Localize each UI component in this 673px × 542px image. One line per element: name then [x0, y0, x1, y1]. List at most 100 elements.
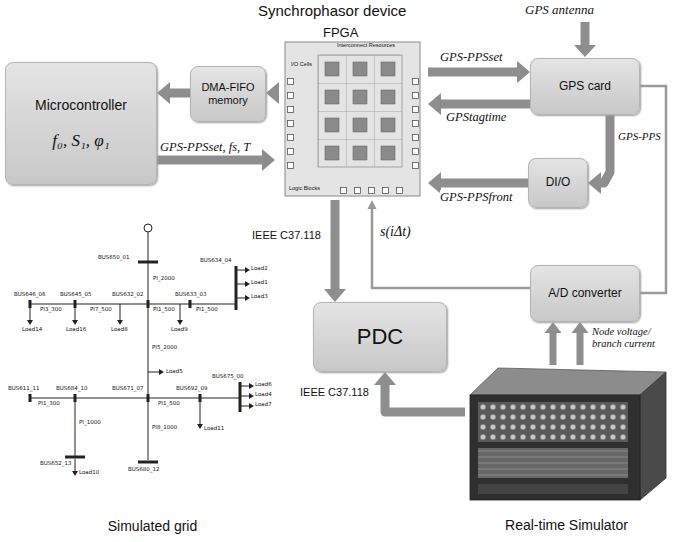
node-title: GPS card: [559, 80, 611, 94]
grid-label: Load16: [66, 327, 86, 333]
grid-schematic: [30, 224, 250, 472]
signal-arrow: [157, 82, 190, 104]
grid-label: PI_2000: [153, 276, 175, 282]
arrow-head: [157, 82, 170, 104]
signal-label: GPS-PPSset, fs, T: [160, 140, 250, 154]
arrow-head: [572, 322, 589, 333]
node-title: FPGA: [323, 26, 358, 39]
real-time-simulator: Real-time Simulator: [465, 365, 668, 537]
arrow-head: [517, 61, 530, 83]
arrow-head: [545, 322, 562, 333]
grid-label: BUS645_05: [60, 292, 92, 298]
fpga-chip: [285, 42, 420, 196]
signal-arrow: [368, 200, 531, 288]
microcontroller-box: Microcontroller f₀, S₁, φ₁: [5, 62, 157, 185]
grid-label: BUS646_06: [14, 292, 46, 298]
simulator-rack: [470, 368, 666, 500]
signal-arrow: [588, 115, 610, 194]
connector-line: [157, 156, 263, 165]
connector-line: [640, 86, 666, 293]
grid-label: BUS650_01: [98, 255, 130, 261]
grid-label: Load7: [255, 402, 272, 408]
arrow-head: [266, 82, 279, 104]
node-title: PDC: [357, 324, 403, 349]
load-arrowheads: [27, 267, 254, 476]
arrow-head: [588, 172, 601, 194]
arrow-head: [262, 149, 275, 171]
grid-label: PI8_1000: [152, 425, 177, 431]
grid-label: PI3_300: [40, 307, 62, 313]
simulated-grid: Simulated grid: [5, 212, 300, 538]
grid-label: PI1_300: [38, 401, 60, 407]
arrow-head: [428, 93, 441, 115]
grid-label: Load9: [171, 327, 188, 333]
node-text: Logic Blocks: [289, 186, 320, 192]
grid-label: Load2: [251, 266, 268, 272]
arrow-head: [324, 289, 346, 302]
arrow-head: [374, 372, 396, 385]
grid-label: BUS611_11: [8, 386, 40, 392]
memory-box: DMA-FIFO memory: [190, 66, 266, 122]
connector-line: [440, 179, 528, 188]
signal-arrow: [640, 86, 666, 293]
signal-arrow: [266, 82, 279, 104]
signal-label: s(iΔt): [380, 224, 411, 240]
device-heading: Synchrophasor device: [258, 3, 406, 18]
grid-label: BUS684_10: [56, 386, 88, 392]
grid-label: Load5: [166, 369, 183, 375]
connector-line: [372, 208, 530, 288]
grid-label: Load1: [251, 280, 268, 286]
grid-label: BUS634_04: [200, 258, 232, 264]
signal-label: Node voltage/ branch current: [592, 326, 670, 350]
grid-label: PI7_500: [90, 307, 112, 313]
connector-line: [428, 68, 518, 77]
signal-arrow: [545, 322, 589, 365]
connector-line: [550, 332, 557, 365]
grid-label: PI5_2000: [152, 345, 177, 351]
connector-line: [600, 115, 610, 183]
signal-arrow: [374, 372, 465, 412]
grid-label: BUS671_07: [112, 386, 144, 392]
node-title: DMA-FIFO memory: [191, 81, 265, 106]
connector-line: [577, 332, 584, 365]
grid-label: Load14: [22, 327, 42, 333]
dio-box: DI/O: [528, 158, 588, 208]
node-text: I/O Cells: [291, 62, 312, 68]
grid-label: Load8: [111, 327, 128, 333]
grid-label: BUS632_02: [112, 292, 144, 298]
node-text: Interconnect Resources: [337, 43, 395, 49]
grid-label: PI_1000: [79, 420, 101, 426]
node-title: Microcontroller: [35, 97, 127, 113]
grid-label: Load6: [255, 382, 272, 388]
signal-label: GPStagtime: [446, 110, 506, 124]
grid-label: PI1_500: [196, 307, 218, 313]
adc-box: A/D converter: [530, 265, 640, 322]
arrow-head: [368, 200, 377, 209]
node-title: Simulated grid: [5, 518, 300, 534]
pdc-box: PDC: [313, 302, 447, 372]
node-title: DI/O: [546, 176, 571, 190]
connector-line: [169, 89, 190, 98]
grid-label: BUS633_03: [175, 292, 207, 298]
signal-arrow: [324, 200, 346, 302]
gps-card-box: GPS card: [530, 58, 640, 115]
signal-label: IEEE C37.118: [300, 386, 369, 399]
grid-label: BUS652_13: [40, 461, 72, 467]
node-title: Real-time Simulator: [465, 517, 668, 533]
node-text: f₀, S₁, φ₁: [52, 131, 109, 151]
signal-label: IEEE C37.118: [252, 229, 321, 242]
node-title: A/D converter: [548, 287, 621, 301]
grid-label: Load11: [204, 426, 224, 432]
grid-label: BUS680_12: [128, 467, 160, 473]
grid-label: Load3: [251, 294, 268, 300]
grid-label: Load4: [255, 392, 272, 398]
signal-label: GPS-PPSfront: [440, 190, 512, 204]
grid-label: PI1_500: [153, 307, 175, 313]
grid-label: BUS692_09: [176, 386, 208, 392]
signal-label: GPS-PPSset: [440, 50, 502, 64]
antenna-label: GPS antenna: [525, 3, 594, 16]
fpga-chip: FPGA Interconnect ResourcesI/O CellsLogic…: [275, 26, 428, 200]
signal-label: GPS-PPS: [618, 130, 661, 143]
connector-line: [440, 100, 530, 109]
grid-label: PI1_500: [158, 401, 180, 407]
